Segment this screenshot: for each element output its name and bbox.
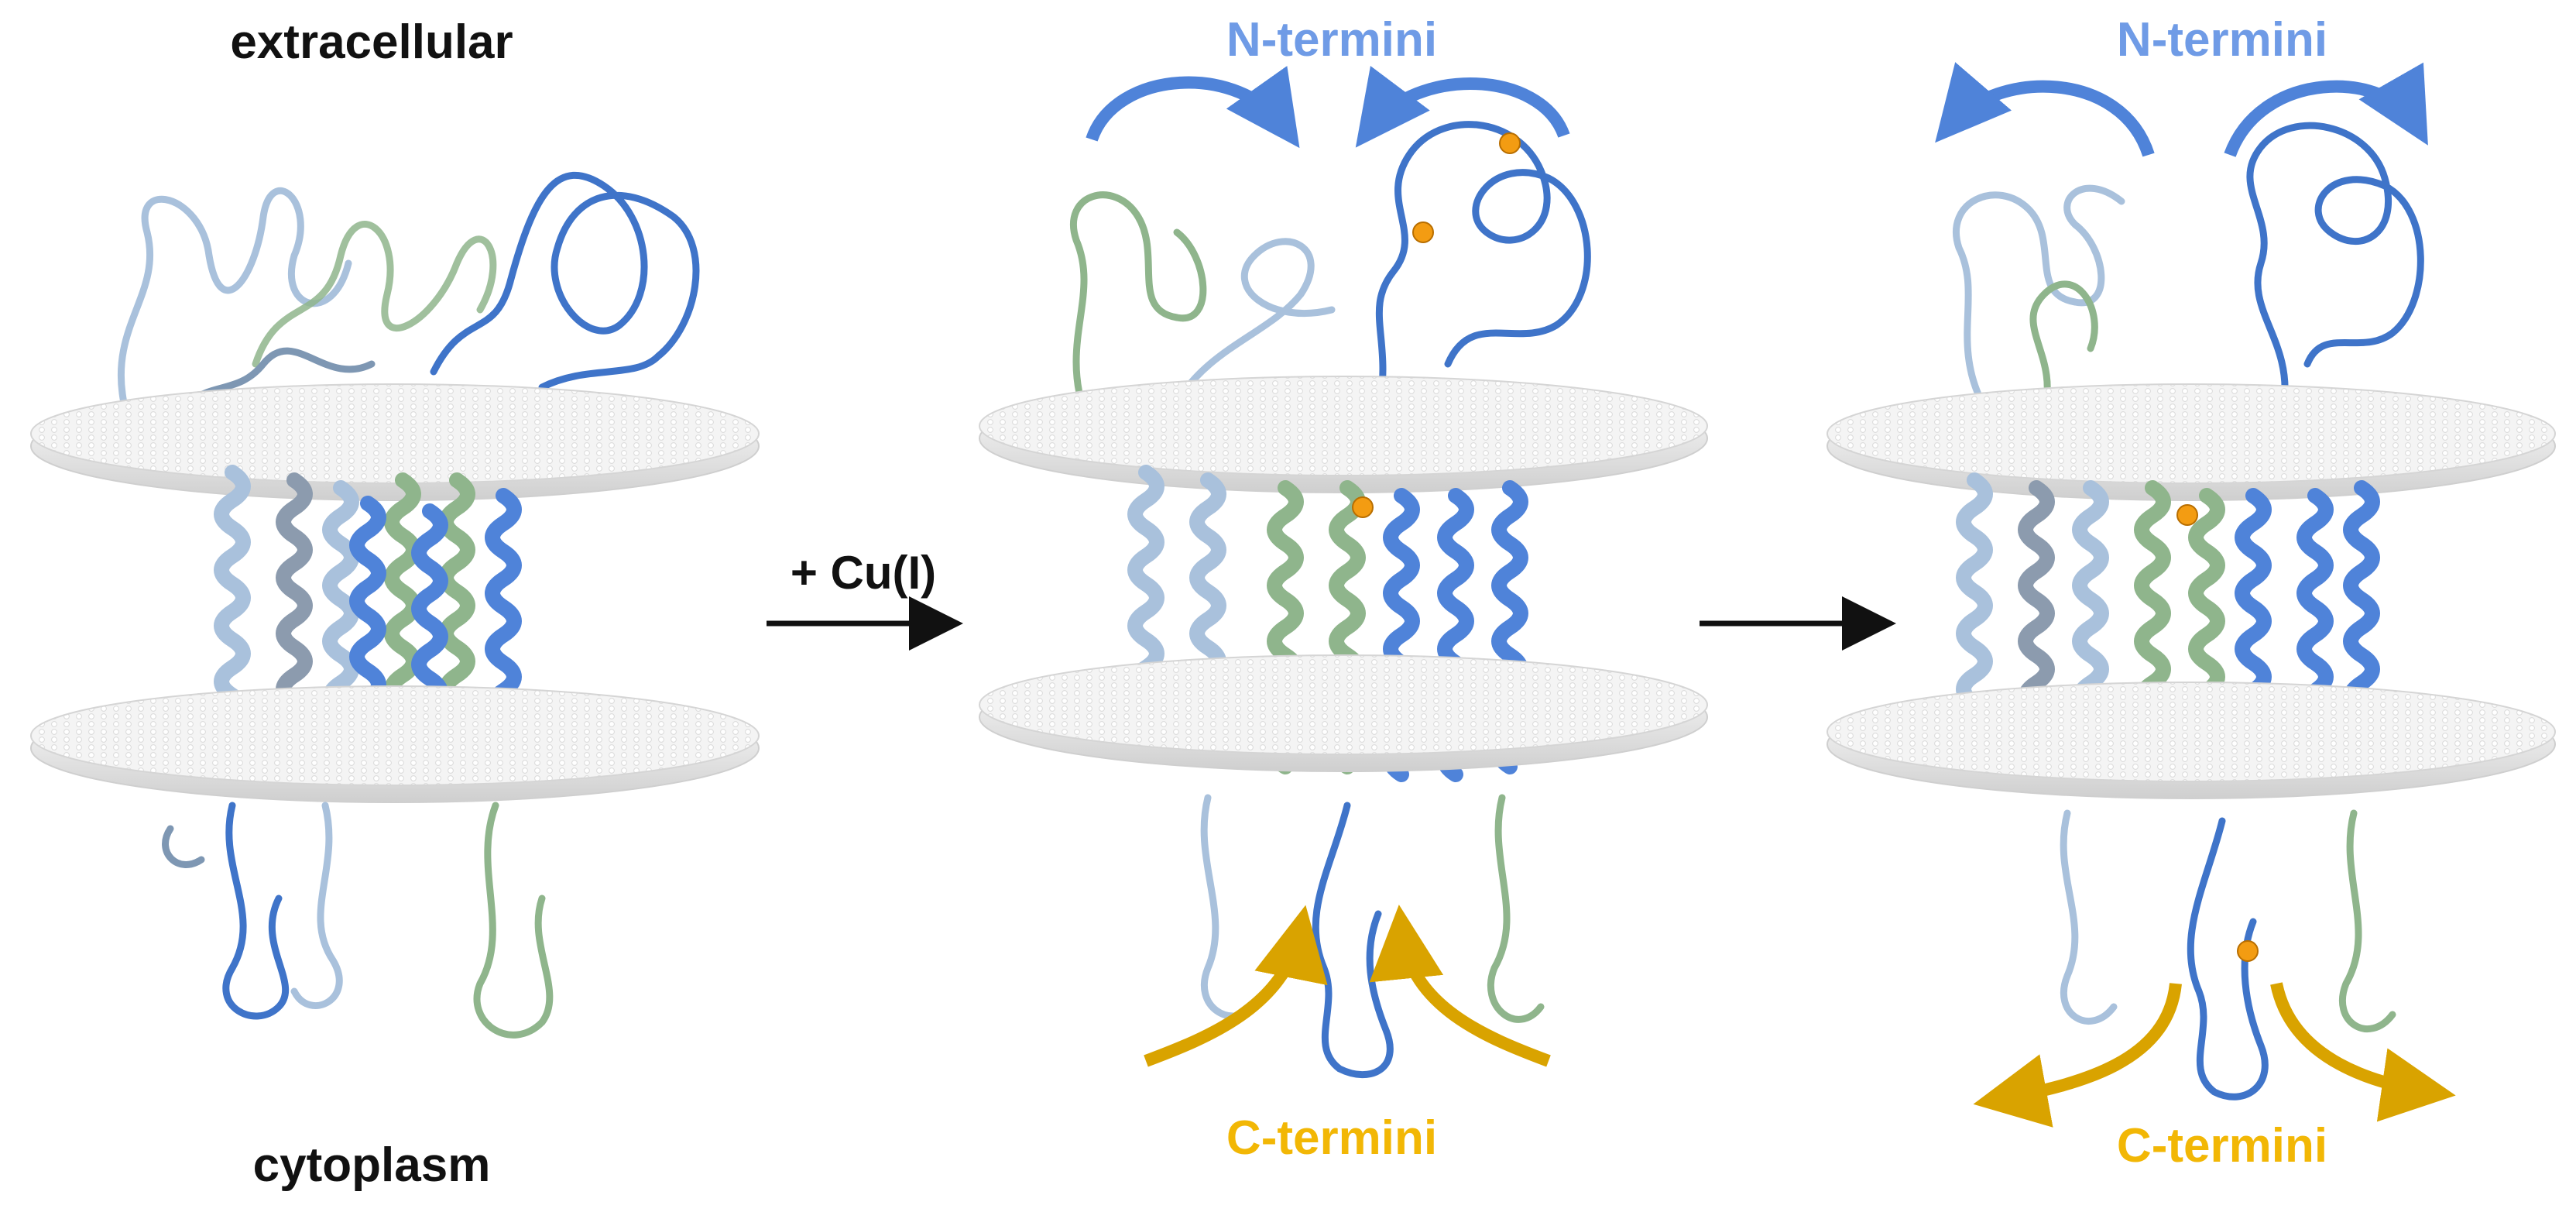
curved-arrow-icon <box>2230 87 2416 155</box>
curved-arrow-icon <box>1401 929 1549 1061</box>
copper-ion-icon <box>2238 941 2258 961</box>
process-arrow-1: + Cu(I) <box>767 547 952 623</box>
copper-ion-icon <box>1353 497 1373 517</box>
cytoplasmic-tails <box>166 805 550 1035</box>
copper-ion-icon <box>1413 222 1433 242</box>
copper-ion-icon <box>2177 505 2197 525</box>
n-termini-label: N-termini <box>2117 13 2327 67</box>
n-termini-label: N-termini <box>1226 13 1437 67</box>
extracellular-label: extracellular <box>230 15 513 69</box>
c-termini-label: C-termini <box>2117 1119 2327 1173</box>
c-termini-label: C-termini <box>1226 1111 1437 1165</box>
copper-ion-icon <box>1500 133 1520 153</box>
panel-copper-bound: N-termini C-termini <box>979 13 1707 1165</box>
curved-arrow-icon <box>1951 87 2149 155</box>
cytoplasm-label: cytoplasm <box>253 1138 491 1192</box>
extracellular-loops <box>1073 125 1587 410</box>
copper-addition-label: + Cu(I) <box>791 547 936 599</box>
cytoplasmic-tails <box>2063 813 2392 1097</box>
curved-arrow-icon <box>1146 929 1301 1061</box>
curved-arrow-icon <box>1092 83 1285 139</box>
curved-arrow-icon <box>2276 984 2431 1092</box>
extracellular-loops <box>1956 125 2420 410</box>
curved-arrow-icon <box>1998 984 2176 1100</box>
panel-apo: extracellular cytoplasm <box>31 15 759 1192</box>
panel-copper-released: N-termini C-termini <box>1827 13 2555 1173</box>
